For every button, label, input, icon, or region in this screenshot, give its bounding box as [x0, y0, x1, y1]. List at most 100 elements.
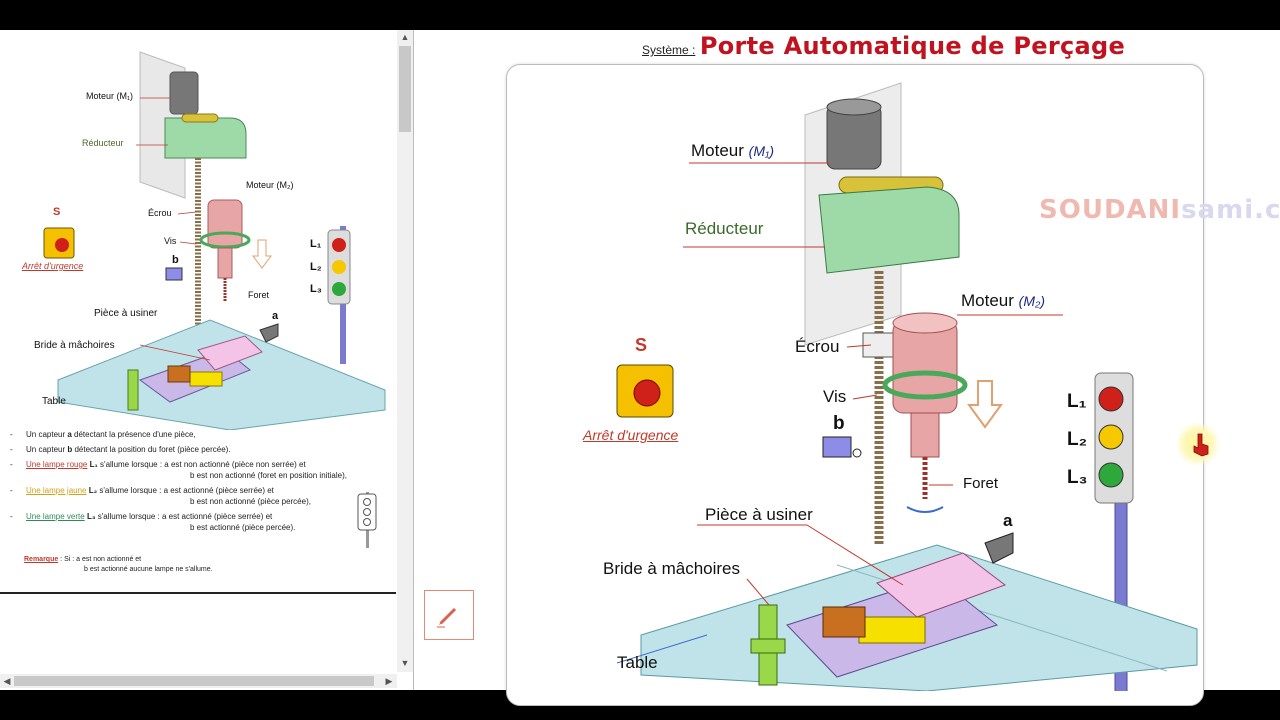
label-l2: L₂: [310, 261, 322, 273]
sensor-b-shape: [822, 436, 852, 458]
scroll-down-arrow-icon[interactable]: ▼: [400, 658, 410, 668]
sensor-a-shape: [259, 323, 279, 343]
vertical-scroll-thumb[interactable]: [399, 46, 411, 132]
label-moteur-m2: Moteur (M₂): [961, 291, 1045, 310]
label-ecrou: Écrou: [795, 337, 840, 356]
piece-shape: [197, 335, 263, 371]
leader-line: [852, 394, 878, 400]
mini-traffic-light-icon: [357, 492, 377, 548]
document-pane[interactable]: Moteur (M₁) Réducteur Moteur (M₂) Écrou …: [0, 30, 414, 690]
motor-m1-shape: [169, 71, 199, 115]
bullet-lamp-green-2: b est actionné (pièce percée).: [190, 523, 296, 532]
bullet-lamp-red: -Une lampe rouge L₁ s'allume lorsque : a…: [10, 460, 306, 469]
piece-shape: [876, 552, 1007, 618]
bullet-lamp-green: -Une lampe verte L₃ s'allume lorsque : a…: [10, 512, 273, 521]
leader-line: [139, 344, 211, 361]
label-l3: L₃: [1067, 467, 1088, 488]
label-reducteur: Réducteur: [685, 219, 764, 238]
clamp-ring: [882, 370, 968, 400]
label-moteur-m1: Moteur (M₁): [86, 91, 134, 101]
label-b: b: [172, 254, 179, 266]
remark-line-2: b est actionné aucune lampe ne s'allume.: [84, 566, 213, 573]
horizontal-scrollbar[interactable]: ◀ ▶: [0, 674, 397, 688]
yellow-lamp: [1098, 424, 1124, 450]
motor-m1-top: [826, 98, 882, 116]
left-diagram: [43, 51, 386, 430]
bride-post: [127, 369, 139, 411]
leader-line: [177, 211, 197, 215]
emergency-stop-button: [55, 238, 69, 252]
chuck-shape: [217, 247, 233, 279]
emergency-stop-button: [633, 379, 661, 407]
hand-pointer-icon: [1193, 433, 1209, 457]
page-separator: [0, 592, 396, 594]
label-b: b: [833, 413, 845, 434]
motor-m2-shape: [207, 199, 243, 249]
cursor-highlight: [1176, 422, 1220, 466]
motor-m2-top: [892, 312, 958, 334]
label-l2: L₂: [1067, 429, 1088, 450]
bullet-lamp-yellow: -Une lampe jaune L₂ s'allume lorsque : a…: [10, 486, 274, 495]
leader-line: [846, 344, 872, 348]
label-a: a: [1003, 511, 1013, 530]
scroll-up-arrow-icon[interactable]: ▲: [400, 32, 410, 42]
label-bride: Bride à mâchoires: [34, 340, 115, 351]
leader-line: [616, 634, 708, 664]
chuck-shape: [910, 412, 940, 458]
label-l1: L₁: [310, 238, 322, 250]
label-moteur-m2: Moteur (M₂): [246, 180, 294, 190]
bullet-lamp-yellow-2: b est non actionné (pièce percée),: [190, 497, 311, 506]
label-piece: Pièce à usiner: [705, 505, 813, 524]
document-page: Moteur (M₁) Réducteur Moteur (M₂) Écrou …: [0, 30, 396, 590]
label-table: Table: [42, 396, 66, 407]
system-label: Système :: [642, 43, 696, 57]
label-l1: L₁: [1067, 391, 1087, 412]
leader-line: [179, 241, 197, 245]
diagram-card: SOUDANIsami.com Moteur (M₁) Réducteur Mo…: [506, 64, 1280, 706]
bullet-sensor-a: -Un capteur a détectant la présence d'un…: [10, 430, 196, 439]
bullet-sensor-b: -Un capteur b détectant la position du f…: [10, 445, 231, 454]
label-s: S: [53, 206, 61, 218]
scroll-left-arrow-icon[interactable]: ◀: [3, 676, 11, 686]
label-table: Table: [617, 653, 658, 672]
block-shape: [822, 606, 866, 638]
label-arret: Arrêt d'urgence: [22, 261, 84, 271]
label-ecrou: Écrou: [148, 208, 172, 218]
reducer-shape: [164, 117, 247, 159]
jaw-shape: [189, 371, 223, 387]
horizontal-scroll-thumb[interactable]: [14, 676, 374, 686]
block-shape: [167, 365, 191, 383]
slide-pane: Système : Porte Automatique de Perçage: [414, 30, 1280, 706]
vertical-scrollbar[interactable]: ▲ ▼: [397, 30, 413, 672]
down-arrow-icon: [967, 380, 1003, 429]
label-arret-urgence: Arrêt d'urgence: [583, 427, 679, 443]
sensor-b-tip: [852, 448, 862, 458]
bride-cross: [750, 638, 786, 654]
label-piece: Pièce à usiner: [94, 308, 158, 319]
bullet-lamp-red-2: b est non actionné (foret en position in…: [190, 471, 347, 480]
label-foret: Foret: [963, 475, 999, 492]
label-bride: Bride à mâchoires: [603, 559, 741, 578]
system-header: Système : Porte Automatique de Perçage: [642, 32, 1125, 60]
edit-button[interactable]: [424, 590, 474, 640]
red-lamp: [332, 238, 346, 252]
clamp-ring: [199, 231, 251, 249]
label-vis: Vis: [164, 236, 177, 246]
down-arrow-icon: [252, 239, 272, 269]
jaw-shape: [858, 616, 926, 644]
label-l3: L₃: [310, 283, 322, 295]
rotation-arrow-icon: [906, 506, 944, 513]
scroll-right-arrow-icon[interactable]: ▶: [385, 676, 393, 686]
sensor-b-shape: [165, 267, 183, 281]
leader-line: [806, 524, 904, 586]
remark-line-1: Remarque : Si : a est non actionné et: [24, 556, 142, 563]
watermark: SOUDANIsami.com: [1039, 195, 1280, 225]
green-lamp: [1098, 462, 1124, 488]
system-title: Porte Automatique de Perçage: [699, 32, 1126, 60]
yellow-lamp: [332, 260, 346, 274]
label-s: S: [635, 335, 648, 355]
label-vis: Vis: [823, 387, 847, 406]
label-reducteur: Réducteur: [82, 138, 124, 148]
label-a: a: [272, 310, 279, 322]
green-lamp: [332, 282, 346, 296]
